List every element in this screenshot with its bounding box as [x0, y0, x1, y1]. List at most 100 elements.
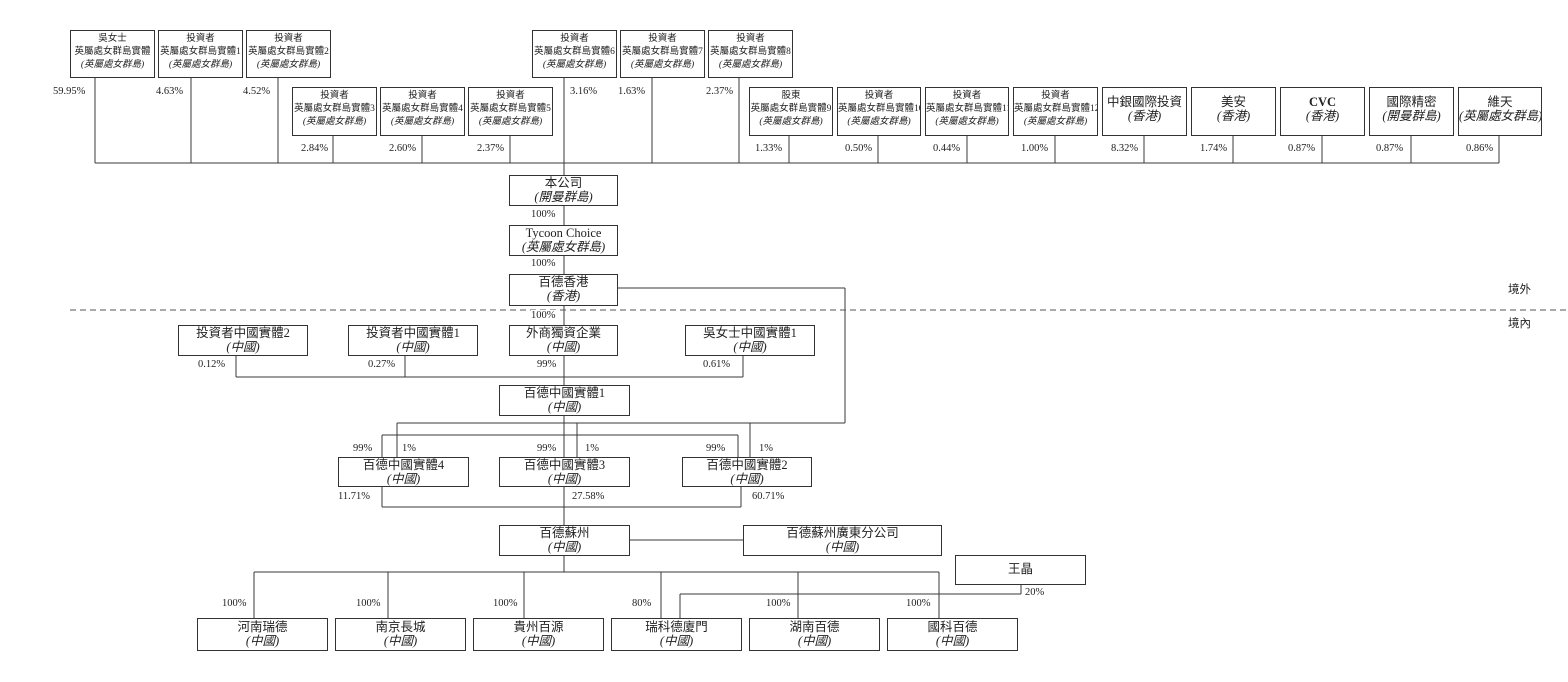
- stake-label: 3.16%: [570, 86, 598, 97]
- jurisdiction: (中國): [935, 633, 970, 648]
- shareholder-type: 投資者: [408, 91, 437, 101]
- entity-name: 英屬處女群島實體3: [294, 104, 375, 114]
- stake-label: 2.37%: [706, 86, 734, 97]
- jurisdiction: (中國): [245, 633, 280, 648]
- shareholder-type: 投資者: [736, 34, 765, 44]
- stake-label: 8.32%: [1111, 143, 1139, 154]
- stake-label: 0.87%: [1376, 143, 1404, 154]
- wang-jing-box: 王晶: [955, 555, 1086, 585]
- shareholder-box-investor-bvi-3: 投資者 英屬處女群島實體3 (英屬處女群島): [292, 87, 377, 136]
- jurisdiction: (英屬處女群島): [80, 60, 145, 70]
- jurisdiction: (英屬處女群島): [302, 117, 367, 127]
- shareholder-type: 投資者: [648, 34, 677, 44]
- stake-label: 80%: [632, 598, 652, 609]
- entity-name: 國際精密: [1386, 95, 1437, 109]
- shareholder-box-cvc: CVC (香港): [1280, 87, 1365, 136]
- entity-name: 投資者中國實體2: [196, 326, 290, 340]
- entity-name: 吳女士中國實體1: [703, 326, 797, 340]
- baide-china-entity-3-box: 百德中國實體3 (中國): [499, 457, 630, 487]
- stake-label: 1%: [585, 443, 599, 454]
- stake-label: 20%: [1025, 587, 1045, 598]
- shareholder-box-investor-bvi-8: 投資者 英屬處女群島實體8 (英屬處女群島): [708, 30, 793, 78]
- entity-name: 貴州百源: [513, 620, 564, 634]
- jurisdiction: (中國): [386, 471, 421, 486]
- ms-wu-china-entity-1-box: 吳女士中國實體1 (中國): [685, 325, 815, 356]
- entity-name: 投資者中國實體1: [366, 326, 460, 340]
- stake-label: 1.63%: [618, 86, 646, 97]
- stake-label: 100%: [906, 598, 931, 609]
- entity-name: 維天: [1487, 95, 1513, 109]
- jurisdiction: (英屬處女群島): [630, 60, 695, 70]
- entity-name: 英屬處女群島實體5: [470, 104, 551, 114]
- stake-label: 1.00%: [1021, 143, 1049, 154]
- stake-label: 99%: [537, 359, 557, 370]
- jurisdiction: (英屬處女群島): [542, 60, 607, 70]
- company-box: 本公司 (開曼群島): [509, 175, 618, 206]
- stake-label: 99%: [537, 443, 557, 454]
- jurisdiction: (英屬處女群島): [1459, 108, 1542, 123]
- entity-name: 英屬處女群島實體11: [926, 104, 1009, 114]
- entity-name: 英屬處女群島實體7: [622, 47, 703, 57]
- shareholder-box-investor-bvi-7: 投資者 英屬處女群島實體7 (英屬處女群島): [620, 30, 705, 78]
- stake-label: 1.33%: [755, 143, 783, 154]
- stake-label: 1.74%: [1200, 143, 1228, 154]
- entity-name: Tycoon Choice: [525, 226, 602, 240]
- entity-name: 英屬處女群島實體9: [750, 104, 832, 114]
- entity-name: 百德蘇州廣東分公司: [786, 526, 899, 540]
- entity-name: CVC: [1308, 95, 1337, 109]
- stake-label: 100%: [493, 598, 518, 609]
- shareholder-type: 投資者: [186, 34, 215, 44]
- jurisdiction: (中國): [547, 539, 582, 554]
- jurisdiction: (香港): [1216, 108, 1251, 123]
- shareholder-box-international-precision: 國際精密 (開曼群島): [1369, 87, 1454, 136]
- guoke-baide-box: 國科百德 (中國): [887, 618, 1018, 651]
- shareholder-type: 投資者: [560, 34, 589, 44]
- shareholder-box-investor-bvi-5: 投資者 英屬處女群島實體5 (英屬處女群島): [468, 87, 553, 136]
- entity-name: 中銀國際投資: [1106, 95, 1182, 109]
- entity-name: 湖南百德: [789, 620, 840, 634]
- entity-name: 英屬處女群島實體6: [534, 47, 615, 57]
- jurisdiction: (中國): [730, 471, 764, 486]
- stake-label: 100%: [222, 598, 247, 609]
- entity-name: 英屬處女群島實體: [74, 47, 151, 57]
- jurisdiction: (英屬處女群島): [478, 117, 543, 127]
- jurisdiction: (中國): [396, 339, 430, 354]
- stake-label: 99%: [706, 443, 726, 454]
- jurisdiction: (中國): [659, 633, 694, 648]
- shareholder-type: 投資者: [320, 91, 349, 101]
- baide-china-entity-4-box: 百德中國實體4 (中國): [338, 457, 469, 487]
- jurisdiction: (英屬處女群島): [256, 60, 321, 70]
- shareholder-box-weitian: 維天 (英屬處女群島): [1458, 87, 1542, 136]
- jurisdiction: (英屬處女群島): [521, 239, 606, 254]
- jurisdiction: (中國): [825, 539, 860, 554]
- stake-label: 0.27%: [368, 359, 396, 370]
- entity-name: 百德蘇州: [539, 526, 590, 540]
- shareholder-box-investor-bvi-1: 投資者 英屬處女群島實體1 (英屬處女群島): [158, 30, 243, 78]
- jurisdiction: (中國): [226, 339, 260, 354]
- stake-label: 59.95%: [53, 86, 86, 97]
- jurisdiction: (香港): [1127, 108, 1162, 123]
- shareholder-box-investor-bvi-4: 投資者 英屬處女群島實體4 (英屬處女群島): [380, 87, 465, 136]
- shareholder-type: 投資者: [864, 91, 894, 101]
- jurisdiction: (英屬處女群島): [847, 117, 911, 127]
- shareholder-box-investor-bvi-10: 投資者 英屬處女群島實體10 (英屬處女群島): [837, 87, 921, 136]
- entity-name: 英屬處女群島實體4: [382, 104, 463, 114]
- stake-label: 2.84%: [301, 143, 329, 154]
- jurisdiction: (英屬處女群島): [718, 60, 783, 70]
- tycoon-choice-box: Tycoon Choice (英屬處女群島): [509, 225, 618, 256]
- jurisdiction: (英屬處女群島): [935, 117, 999, 127]
- baide-china-entity-2-box: 百德中國實體2 (中國): [682, 457, 812, 487]
- shareholder-type: 投資者: [496, 91, 525, 101]
- stake-label: 100%: [766, 598, 791, 609]
- shareholder-box-ms-wu-bvi: 吳女士 英屬處女群島實體 (英屬處女群島): [70, 30, 155, 78]
- offshore-zone-label: 境外: [1508, 284, 1531, 296]
- jurisdiction: (中國): [383, 633, 418, 648]
- jurisdiction: (中國): [547, 471, 582, 486]
- entity-name: 英屬處女群島實體2: [248, 47, 329, 57]
- entity-name: 百德中國實體4: [362, 458, 445, 472]
- stake-label: 99%: [353, 443, 373, 454]
- entity-name: 美安: [1220, 95, 1246, 109]
- stake-label: 1%: [402, 443, 416, 454]
- henan-ruide-box: 河南瑞德 (中國): [197, 618, 328, 651]
